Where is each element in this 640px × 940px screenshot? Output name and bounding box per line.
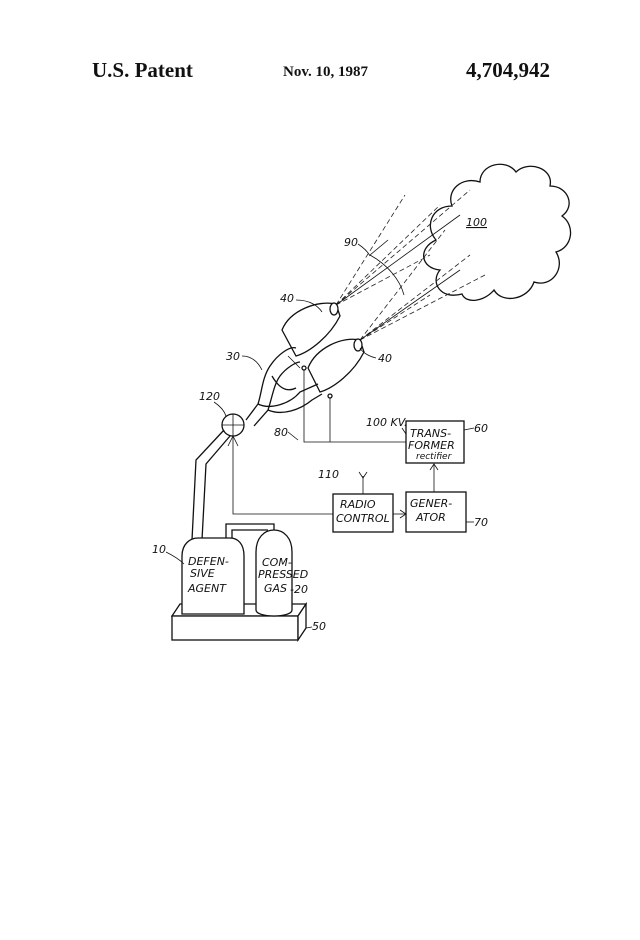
ref-60: 60 bbox=[474, 422, 488, 435]
ref-10: 10 bbox=[152, 543, 166, 556]
ref-20: -20 bbox=[290, 583, 308, 596]
transformer-label-3: rectifier bbox=[416, 452, 453, 462]
defensive-agent-tank: DEFEN- SIVE AGENT bbox=[182, 538, 244, 614]
forked-pipe bbox=[246, 348, 322, 426]
ref-100: 100 bbox=[466, 216, 487, 229]
ref-40-upper: 40 bbox=[280, 292, 294, 305]
radio-control-box: RADIO CONTROL bbox=[333, 494, 393, 532]
ref-90: 90 bbox=[344, 236, 358, 249]
ref-30: 30 bbox=[226, 350, 240, 363]
ref-110: 110 bbox=[318, 468, 339, 481]
agent-label-3: AGENT bbox=[187, 582, 227, 595]
generator-label-2: ATOR bbox=[415, 511, 446, 524]
generator-box: GENER- ATOR bbox=[406, 492, 466, 532]
feed-pipe bbox=[192, 430, 230, 540]
ref-80: 80 bbox=[274, 426, 288, 439]
ref-100kv: 100 KV. bbox=[366, 416, 407, 429]
transformer-rectifier-box: TRANS- FORMER rectifier bbox=[406, 421, 464, 463]
radio-label-1: RADIO bbox=[340, 498, 376, 511]
ref-70: 70 bbox=[474, 516, 488, 529]
transformer-label-2: FORMER bbox=[408, 439, 455, 452]
gas-label-2: PRESSED bbox=[258, 568, 308, 581]
generator-label-1: GENER- bbox=[410, 497, 452, 510]
agent-label-2: SIVE bbox=[190, 567, 215, 580]
gas-label-3: GAS bbox=[264, 582, 287, 595]
ref-40-lower: 40 bbox=[378, 352, 392, 365]
radio-label-2: CONTROL bbox=[336, 512, 390, 525]
ref-50: 50 bbox=[312, 620, 326, 633]
ref-120: 120 bbox=[199, 390, 220, 403]
control-valve bbox=[222, 414, 244, 436]
